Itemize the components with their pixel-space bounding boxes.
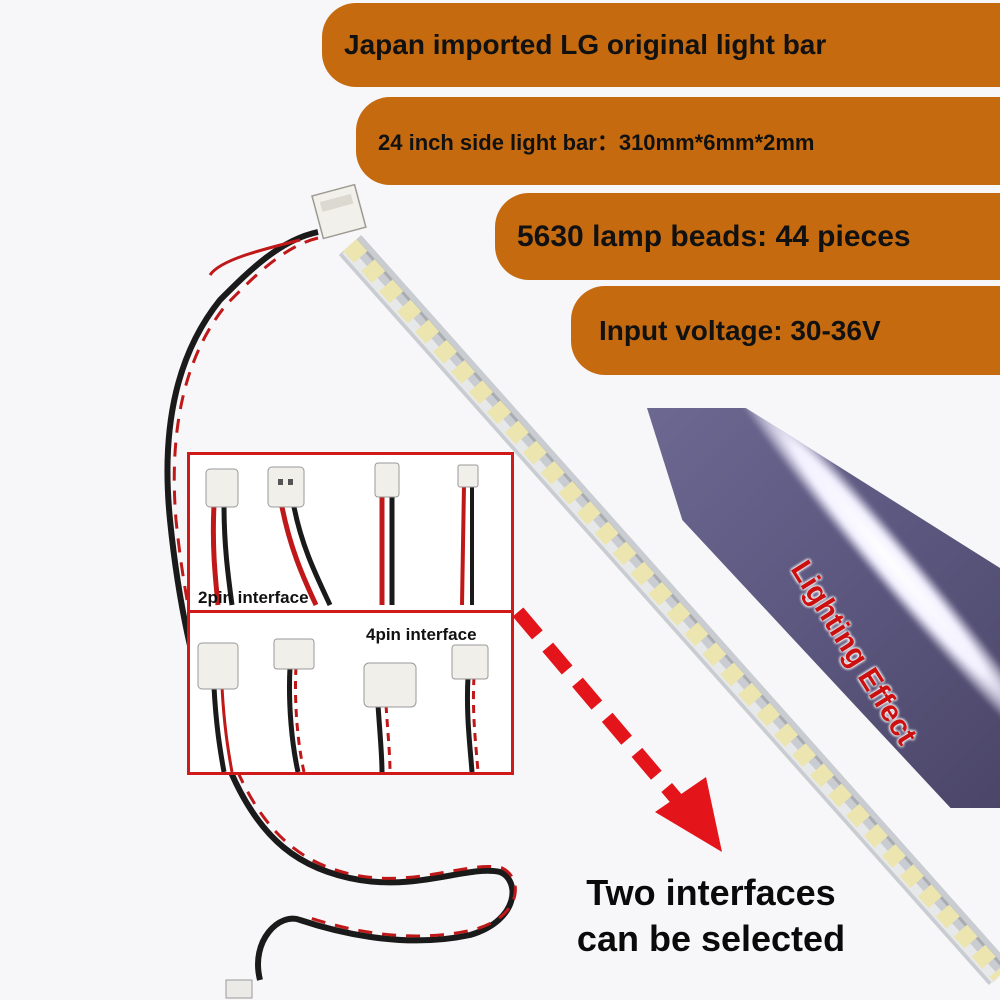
selection-arrow [512, 607, 722, 852]
pin4-label: 4pin interface [366, 625, 477, 644]
connector-2pin-2 [267, 466, 333, 607]
beads-text: 5630 lamp beads: 44 pieces [517, 219, 911, 253]
connector-4pin-3 [363, 662, 417, 772]
size-text: 24 inch side light bar：310mm*6mm*2mm [378, 130, 815, 155]
connector-4pin-1 [197, 642, 239, 772]
voltage-banner: Input voltage: 30-36V [571, 286, 1000, 375]
connector-photos [197, 462, 489, 772]
led-bar [338, 235, 1000, 985]
title-banner: Japan imported LG original light bar [322, 3, 1000, 87]
connector-2pin-3 [374, 462, 400, 605]
caption-line-2: can be selected [576, 918, 846, 959]
voltage-text: Input voltage: 30-36V [599, 314, 881, 346]
connector-4pin-4 [451, 644, 489, 772]
connector-4pin-2 [273, 638, 315, 772]
connector-2pin-4 [457, 464, 479, 606]
bottom-connector [225, 979, 253, 999]
title-text: Japan imported LG original light bar [344, 29, 827, 60]
cable-red-top [208, 238, 301, 276]
cable-red [172, 236, 517, 938]
cable-black [164, 229, 516, 981]
size-banner: 24 inch side light bar：310mm*6mm*2mm [356, 97, 1000, 185]
caption-line-1: Two interfaces [586, 872, 836, 913]
beads-banner: 5630 lamp beads: 44 pieces [495, 193, 1000, 280]
bar-connector [311, 183, 367, 240]
interfaces-caption: Two interfaces can be selected [556, 870, 866, 962]
pin2-label: 2pin interface [198, 588, 309, 607]
connector-2pin-1 [205, 468, 239, 606]
interface-panel: 2pin interface 4pin interface [187, 452, 514, 775]
panel-divider [190, 610, 511, 613]
